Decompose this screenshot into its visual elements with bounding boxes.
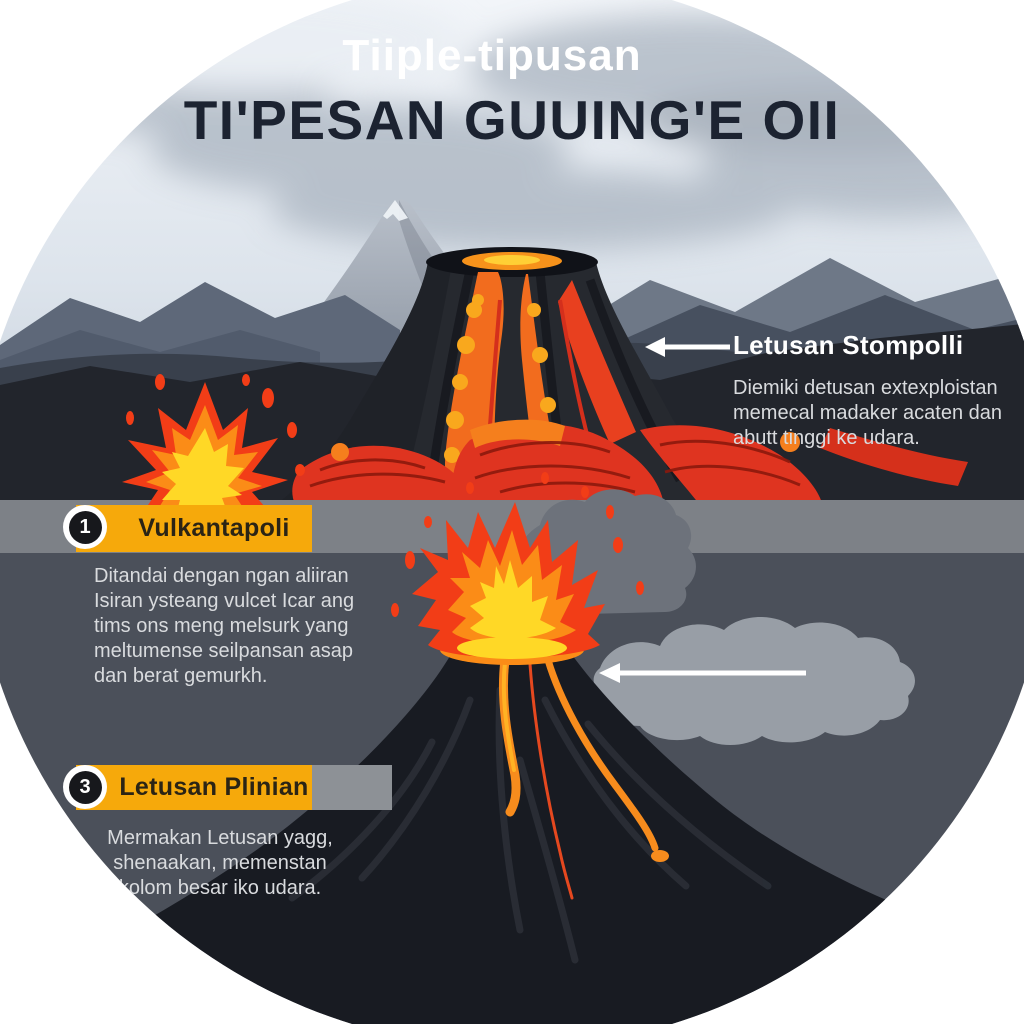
eruption-flame-icon xyxy=(391,472,644,665)
section-number-badge: 3 xyxy=(63,765,107,809)
text-line: meltumense seilpansan asap xyxy=(94,640,354,662)
section-number: 1 xyxy=(68,510,102,544)
text-line: abutt tinggi ke udara. xyxy=(733,427,920,449)
section-vulkantapoli-text: Ditandai dengan ngan aliiran Isiran yste… xyxy=(94,564,354,689)
section-number: 3 xyxy=(68,770,102,804)
flame-icon xyxy=(122,374,305,542)
ash-cloud xyxy=(593,616,915,745)
text-line: memecal madaker acaten dan xyxy=(733,402,1003,424)
section-plinian-text: Mermakan Letusan yagg, shenaakan, memens… xyxy=(60,826,380,901)
text-line: Isiran ysteang vulcet Icar ang xyxy=(94,590,355,612)
text-line: shenaakan, memenstan xyxy=(113,852,327,874)
lava-rivulets xyxy=(498,655,669,900)
section-banner-vulkantapoli: Vulkantapoli xyxy=(76,505,312,552)
text-line: dan berat gemurkh. xyxy=(94,665,268,687)
text-line: kolom besar iko udara. xyxy=(118,877,322,899)
subtitle: Tiiple-tipusan xyxy=(342,31,642,80)
callout-stromboli-label: Letusan Stompolli xyxy=(733,330,964,360)
section-banner-label: Vulkantapoli xyxy=(138,514,290,542)
text-line: Ditandai dengan ngan aliiran xyxy=(94,565,349,587)
lava-flows xyxy=(292,272,968,505)
text-line: tims ons meng melsurk yang xyxy=(94,615,349,637)
text-line: Mermakan Letusan yagg, xyxy=(107,827,333,849)
plinian-volcano-illustration xyxy=(0,472,1024,1024)
section-banner-label: Letusan Plinian xyxy=(119,773,309,801)
stratovolcano-illustration xyxy=(276,247,968,505)
text-line: Diemiki detusan extexploistan xyxy=(733,377,998,399)
banner-extension xyxy=(312,765,392,810)
arrow-left-icon xyxy=(599,663,806,683)
arrow-left-icon xyxy=(645,337,730,357)
page-title: TI'PESAN GUUING'E OII xyxy=(183,89,841,151)
callout-stromboli-text: Diemiki detusan extexploistan memecal ma… xyxy=(733,376,1002,451)
section-banner-plinian: Letusan Plinian xyxy=(76,765,312,810)
section-number-badge: 1 xyxy=(63,505,107,549)
